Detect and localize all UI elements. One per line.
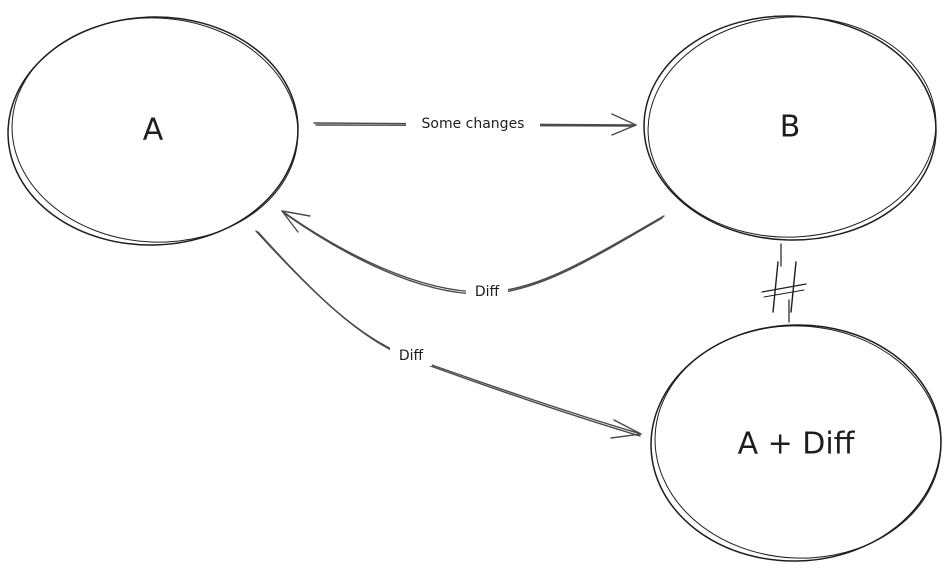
node-a-plus-diff-label: A + Diff xyxy=(738,427,856,462)
node-b-outline-sketch xyxy=(647,16,937,238)
edge-b-to-a-label-bg xyxy=(466,282,508,302)
node-b-label: B xyxy=(780,110,801,145)
edge-a-to-b-label-bg xyxy=(406,114,540,134)
edge-a-to-b[interactable]: Some changes xyxy=(313,113,637,136)
edge-b-to-a-arrowhead xyxy=(281,210,311,233)
equals-stroke-right xyxy=(790,261,797,313)
edge-a-to-b-label: Some changes xyxy=(422,116,525,132)
node-b[interactable]: B xyxy=(640,10,941,245)
edge-b-to-a-line xyxy=(281,210,665,293)
equals-stroke-left xyxy=(772,261,779,313)
equals-relation[interactable] xyxy=(761,243,807,323)
node-a-plus-diff[interactable]: A + Diff xyxy=(647,319,947,566)
edge-a-to-a-plus-diff[interactable]: Diff xyxy=(255,230,642,439)
node-a-outline-sketch xyxy=(11,17,299,243)
edge-a-to-a-plus-diff-label-bg xyxy=(390,346,432,366)
edge-b-to-a[interactable]: Diff xyxy=(281,210,665,302)
node-a-label: A xyxy=(143,113,164,148)
edge-a-to-a-plus-diff-arrowhead xyxy=(610,419,642,439)
node-a-plus-diff-outline-sketch xyxy=(654,325,942,559)
edge-a-to-b-arrowhead xyxy=(611,113,637,136)
node-a[interactable]: A xyxy=(4,11,304,250)
edge-b-to-a-label: Diff xyxy=(475,284,500,300)
equals-crossbar-top xyxy=(761,283,807,293)
edge-b-to-a-line-sketch xyxy=(283,212,663,295)
edge-a-to-a-plus-diff-label: Diff xyxy=(399,348,424,364)
equals-crossbar-bottom xyxy=(763,289,805,298)
